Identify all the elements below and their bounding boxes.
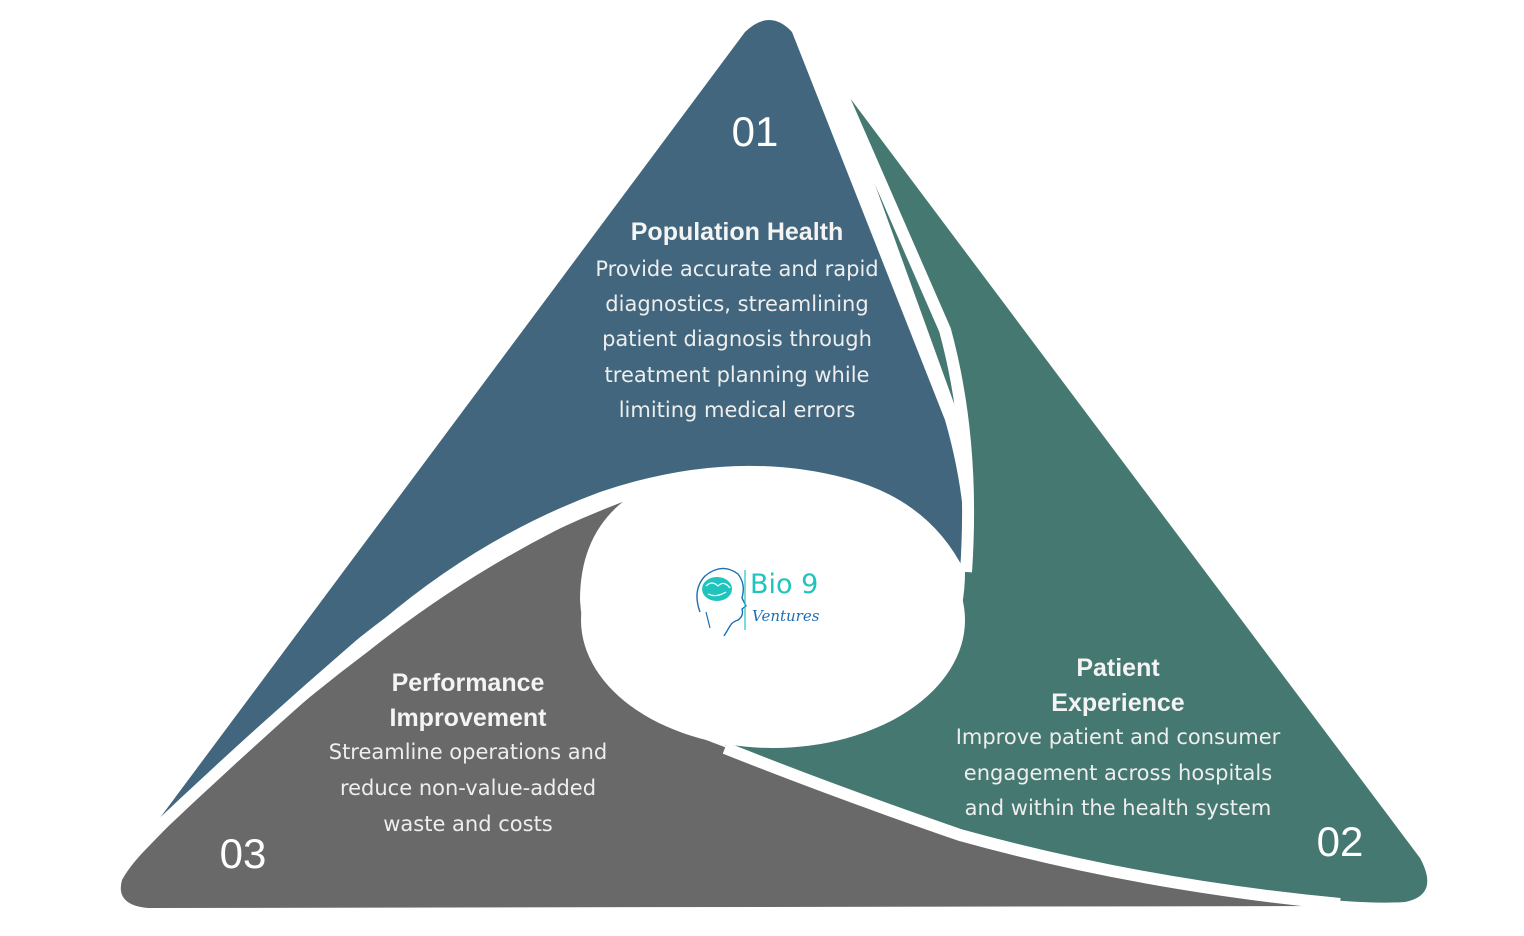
segment-desc-line: and within the health system — [965, 796, 1272, 820]
logo-subname: Ventures — [752, 607, 820, 625]
segment-desc-line: Streamline operations and — [329, 740, 608, 764]
center-hub — [581, 492, 965, 748]
segment-population-health — [145, 20, 966, 838]
segment-desc-line: treatment planning while — [605, 363, 870, 387]
segment-title-population-health: Population Health — [631, 218, 844, 246]
segment-desc-line: limiting medical errors — [619, 398, 856, 422]
segment-title-performance-improvement: Performance — [392, 669, 545, 697]
segment-title-performance-improvement: Improvement — [390, 704, 548, 732]
segment-performance-improvement — [120, 495, 1330, 908]
segment-number-02: 02 — [1317, 818, 1364, 865]
segment-desc-line: engagement across hospitals — [964, 761, 1272, 785]
segment-desc-line: waste and costs — [383, 812, 553, 836]
segment-desc-line: diagnostics, streamlining — [605, 292, 868, 316]
segment-number-01: 01 — [732, 108, 779, 155]
segment-desc-line: Provide accurate and rapid — [595, 257, 878, 281]
separator-line — [722, 742, 1341, 910]
separator-line — [140, 486, 635, 845]
segment-patient-experience — [725, 82, 1428, 903]
separator-line — [829, 75, 975, 573]
segment-number-03: 03 — [220, 830, 267, 877]
brain-head-profile-icon — [696, 567, 747, 637]
segment-title-patient-experience: Patient — [1076, 654, 1160, 682]
segment-desc-line: reduce non-value-added — [340, 776, 596, 800]
segment-desc-line: Improve patient and consumer — [956, 725, 1281, 749]
segment-desc-line: patient diagnosis through — [602, 327, 872, 351]
logo-name: Bio 9 — [750, 569, 818, 600]
bio9-logo: Bio 9 Ventures — [696, 567, 820, 637]
segment-title-patient-experience: Experience — [1051, 689, 1185, 717]
